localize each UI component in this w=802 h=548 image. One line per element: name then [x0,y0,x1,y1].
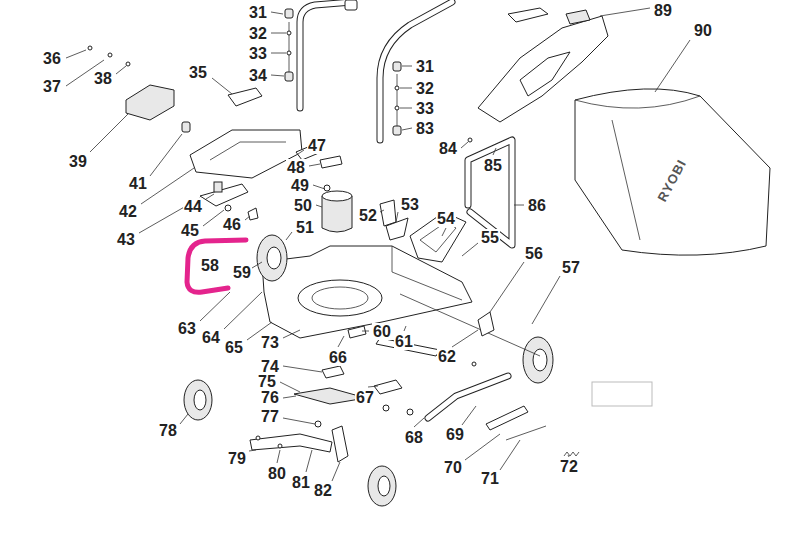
callout-number: 78 [158,422,178,439]
handle-knobs [285,9,401,135]
callout-number: 39 [68,153,88,170]
callout-number: 33 [248,45,268,62]
callout-number: 63 [177,320,197,337]
callout-number: 86 [527,197,547,214]
callout-number: 31 [415,58,435,75]
callout-number: 32 [415,80,435,97]
callout-number: 68 [404,429,424,446]
empty-box [592,382,652,406]
callout-number: 61 [394,333,414,350]
callout-number: 77 [260,408,280,425]
callout-number: 73 [260,334,280,351]
callout-number: 57 [561,259,581,276]
callout-number: 48 [286,159,306,176]
callout-number: 50 [293,197,313,214]
callout-number: 52 [358,207,378,224]
callout-number: 81 [291,474,311,491]
callout-number: 71 [480,470,500,487]
callout-number: 49 [290,177,310,194]
callout-number: 79 [227,450,247,467]
callout-number: 62 [437,348,457,365]
leader-lines [66,8,690,481]
callout-number: 83 [415,120,435,137]
callout-number: 33 [415,100,435,117]
rear-flap [250,426,348,462]
callout-number: 69 [445,426,465,443]
callout-number: 66 [328,349,348,366]
callout-number: 41 [128,175,148,192]
callout-number: 42 [118,203,138,220]
callout-number: 65 [224,339,244,356]
callout-number: 76 [260,389,280,406]
callout-number: 85 [483,157,503,174]
axle-levers [348,294,579,456]
callout-number: 89 [653,2,673,19]
callout-number: 82 [313,482,333,499]
handle-tubes [300,0,452,140]
battery-cover [88,46,342,220]
grass-bag [575,89,770,255]
callout-number: 70 [443,459,463,476]
mower-deck [262,246,472,338]
callout-number: 56 [524,245,544,262]
callout-number: 46 [222,216,242,233]
callout-number: 44 [183,198,203,215]
callout-number: 59 [232,264,252,281]
callout-number: 38 [93,70,113,87]
wheels [184,235,553,506]
callout-number: 47 [307,137,327,154]
catcher-frame [468,140,512,245]
callout-number: 72 [559,458,579,475]
callout-number: 54 [436,210,456,227]
motor [322,185,408,240]
blade-stack [294,366,402,427]
callout-number: 35 [188,64,208,81]
callout-number: 45 [180,222,200,239]
callout-number: 31 [248,4,268,21]
callout-number: 55 [480,229,500,246]
callout-number: 90 [693,22,713,39]
callout-number: 53 [400,196,420,213]
callout-number: 67 [355,389,375,406]
callout-number: 64 [201,329,221,346]
callout-number: 60 [372,323,392,340]
callout-number: 37 [42,78,62,95]
callout-number: 34 [248,67,268,84]
callout-number: 43 [116,231,136,248]
callout-number: 84 [438,140,458,157]
callout-number: 51 [295,219,315,236]
callout-number: 58 [200,257,220,274]
callout-number: 75 [257,373,277,390]
callout-number: 80 [267,465,287,482]
callout-number: 32 [248,25,268,42]
callout-number: 36 [42,50,62,67]
